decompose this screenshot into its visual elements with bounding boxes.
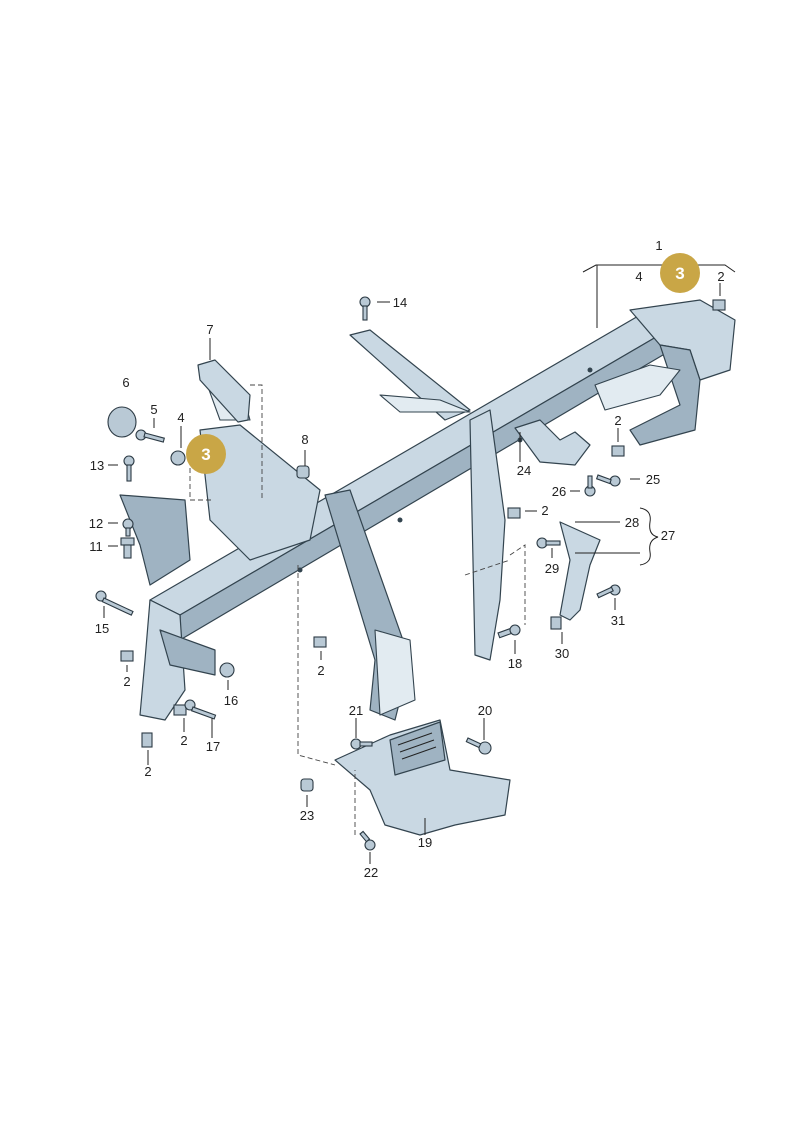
svg-text:3: 3 bbox=[675, 264, 684, 283]
cross-member bbox=[119, 299, 736, 721]
nut-8-icon bbox=[296, 465, 310, 479]
nut-16-icon bbox=[219, 662, 235, 678]
callout-24: 24 bbox=[517, 463, 531, 478]
air-duct-19 bbox=[334, 719, 511, 836]
bolt-21-icon bbox=[350, 738, 373, 750]
cap-6-icon bbox=[107, 406, 137, 438]
callout-21: 21 bbox=[349, 703, 363, 718]
callout-2-top: 2 bbox=[717, 269, 724, 284]
bolt-25-icon bbox=[595, 474, 621, 487]
callout-15: 15 bbox=[95, 621, 109, 636]
callout-labels: 1 4 2 14 7 6 5 4 8 13 12 11 2 24 25 26 2… bbox=[89, 238, 725, 880]
callout-17: 17 bbox=[206, 739, 220, 754]
bolt-29-icon bbox=[536, 537, 561, 549]
nut-4-icon bbox=[170, 450, 186, 466]
callout-5: 5 bbox=[150, 402, 157, 417]
callout-8: 8 bbox=[301, 432, 308, 447]
fastener-12-icon bbox=[122, 518, 134, 537]
callout-12: 12 bbox=[89, 516, 103, 531]
callout-13: 13 bbox=[90, 458, 104, 473]
callout-26: 26 bbox=[552, 484, 566, 499]
clip-nut-icon bbox=[173, 704, 187, 716]
screw-15-icon bbox=[95, 590, 134, 616]
callout-16: 16 bbox=[224, 693, 238, 708]
callout-29: 29 bbox=[545, 561, 559, 576]
callout-19: 19 bbox=[418, 835, 432, 850]
bracket-24 bbox=[514, 419, 591, 466]
callout-23: 23 bbox=[300, 808, 314, 823]
bracket-7-icon bbox=[197, 359, 251, 423]
bolt-5-icon bbox=[135, 429, 165, 443]
clip-nut-icon bbox=[313, 636, 327, 648]
clip-nut-icon bbox=[120, 650, 134, 662]
callout-31: 31 bbox=[611, 613, 625, 628]
clip-nut-icon bbox=[712, 299, 726, 311]
callout-22: 22 bbox=[364, 865, 378, 880]
callout-27: 27 bbox=[661, 528, 675, 543]
callout-2-right-mid: 2 bbox=[614, 413, 621, 428]
callout-6: 6 bbox=[122, 375, 129, 390]
callout-18: 18 bbox=[508, 656, 522, 671]
bracket-28-30 bbox=[559, 521, 601, 621]
screw-17-icon bbox=[184, 699, 217, 720]
callout-28: 28 bbox=[625, 515, 639, 530]
badge-top: 3 bbox=[660, 253, 700, 293]
callout-7: 7 bbox=[206, 322, 213, 337]
badge-left: 3 bbox=[186, 434, 226, 474]
screw-31-icon bbox=[596, 584, 621, 599]
clip-nut-icon bbox=[141, 732, 153, 748]
clip-nut-icon bbox=[507, 507, 521, 519]
callout-30: 30 bbox=[555, 646, 569, 661]
callout-4-top: 4 bbox=[635, 269, 642, 284]
nut-23-icon bbox=[300, 778, 314, 792]
callout-4-left: 4 bbox=[177, 410, 184, 425]
bolt-18-icon bbox=[497, 624, 521, 639]
hardware bbox=[95, 296, 726, 851]
bolt-20-icon bbox=[465, 737, 492, 755]
bolt-14-icon bbox=[359, 296, 371, 321]
fastener-11-icon bbox=[120, 537, 135, 559]
nut-30-icon bbox=[550, 616, 562, 630]
callout-2-l1: 2 bbox=[123, 674, 130, 689]
callout-20: 20 bbox=[478, 703, 492, 718]
clip-nut-icon bbox=[611, 445, 625, 457]
callout-2-l3: 2 bbox=[144, 764, 151, 779]
callout-14: 14 bbox=[393, 295, 407, 310]
bolt-26-icon bbox=[584, 475, 596, 497]
callout-2-l2: 2 bbox=[180, 733, 187, 748]
callout-1: 1 bbox=[655, 238, 662, 253]
callout-25: 25 bbox=[646, 472, 660, 487]
svg-text:3: 3 bbox=[201, 445, 210, 464]
callout-2-mid: 2 bbox=[541, 503, 548, 518]
bolt-22-icon bbox=[359, 830, 376, 851]
assembly-lines bbox=[189, 384, 526, 835]
callout-11: 11 bbox=[89, 539, 103, 554]
callout-2-center: 2 bbox=[317, 663, 324, 678]
screw-13-icon bbox=[123, 455, 135, 482]
